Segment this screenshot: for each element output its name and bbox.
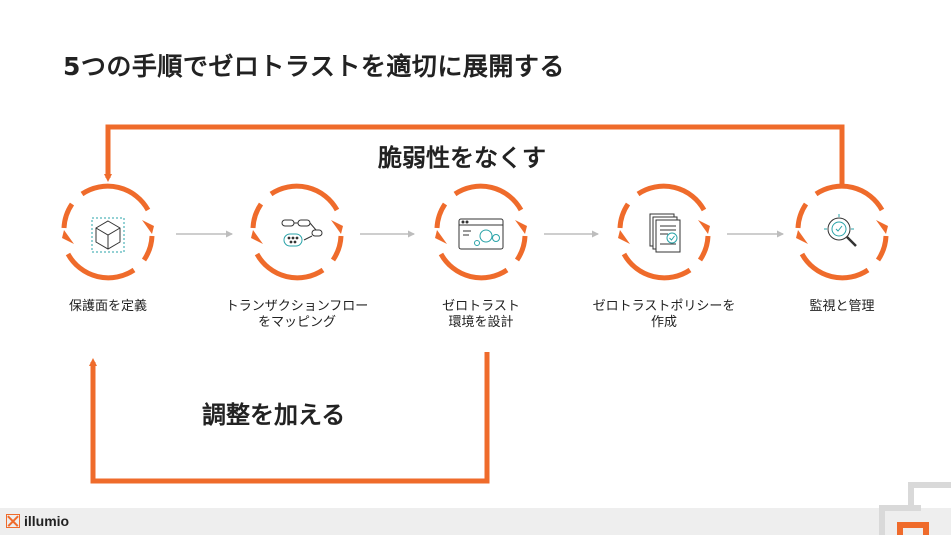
slide-title: 5つの手順でゼロトラストを適切に展開する [63, 52, 565, 81]
step-3-label: ゼロトラスト 環境を設計 [386, 299, 576, 331]
step-3-label-line-1: ゼロトラスト [442, 299, 520, 314]
step-5-label-line-1: 監視と管理 [809, 299, 875, 314]
logo-text: illumio [24, 513, 70, 529]
top-feedback-loop-arrow [104, 124, 845, 185]
step-4-cycle-ring [617, 183, 711, 281]
make-adjustments-label: 調整を加える [202, 401, 346, 429]
step-1-label: 保護面を定義 [13, 299, 203, 315]
transaction-map-icon [281, 219, 323, 247]
step-4-label: ゼロトラストポリシーを 作成 [569, 299, 759, 331]
illumio-logo: illumio [6, 513, 69, 529]
step-3-cycle-ring [434, 183, 528, 281]
footer-bar: illumio [0, 508, 951, 535]
browser-window-icon [458, 218, 504, 250]
corner-decoration [879, 482, 951, 535]
step-4-label-line-1: ゼロトラストポリシーを [592, 299, 736, 314]
step-3-label-line-2: 環境を設計 [448, 315, 514, 330]
eliminate-vulnerabilities-label: 脆弱性をなくす [378, 144, 546, 172]
step-1-label-line-1: 保護面を定義 [68, 299, 147, 314]
step-5-label: 監視と管理 [747, 299, 937, 315]
step-5-cycle-ring [795, 183, 889, 281]
step-1-cycle-ring [61, 183, 155, 281]
policy-document-icon [649, 213, 681, 253]
step-2-label-line-1: トランザクションフロー [225, 299, 369, 314]
step-2-label-line-2: をマッピング [257, 315, 336, 330]
illumio-logo-icon [6, 514, 20, 528]
cube-icon [91, 217, 125, 253]
step-2-label: トランザクションフロー をマッピング [202, 299, 392, 331]
step-2-cycle-ring [250, 183, 344, 281]
step-4-label-line-2: 作成 [650, 315, 677, 330]
magnifier-check-icon [824, 214, 857, 247]
bottom-feedback-loop-arrow [89, 352, 490, 484]
